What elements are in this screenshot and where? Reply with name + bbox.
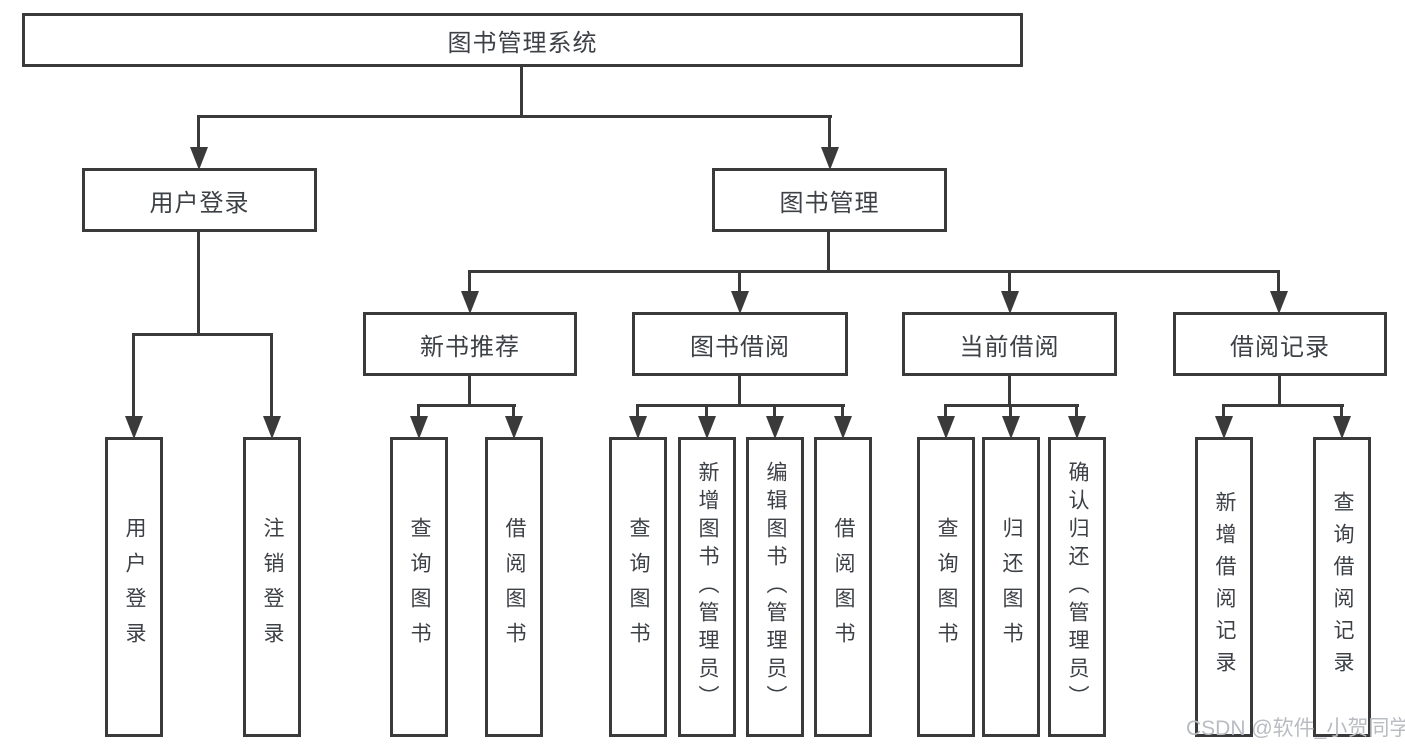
arrowhead-icon <box>629 416 647 439</box>
arrowhead-icon <box>263 416 281 439</box>
connector-line <box>828 115 831 149</box>
leaf-return-books: 归还图书 <box>982 437 1040 737</box>
arrowhead-icon <box>937 416 955 439</box>
connector-line <box>944 404 947 419</box>
connector-line <box>520 65 523 117</box>
connector-line <box>132 333 135 418</box>
connector-line <box>738 270 741 294</box>
connector-line <box>197 115 200 149</box>
connector-line <box>1222 404 1225 419</box>
leaf-edit-books-admin: 编辑图书（管理员） <box>746 437 804 737</box>
node-current-borrow: 当前借阅 <box>902 312 1117 376</box>
connector-line <box>1008 270 1011 294</box>
leaf-logout: 注销登录 <box>243 437 301 737</box>
connector-line <box>705 404 708 419</box>
arrowhead-icon <box>1001 291 1019 314</box>
leaf-query-books-borrow: 查询图书 <box>609 437 667 737</box>
connector-line <box>512 404 515 419</box>
connector-line <box>636 404 845 407</box>
arrowhead-icon <box>505 416 523 439</box>
connector-line <box>1009 404 1012 419</box>
node-book-management: 图书管理 <box>712 168 947 232</box>
connector-line <box>417 404 516 407</box>
leaf-add-borrow-record: 新增借阅记录 <box>1195 437 1253 737</box>
arrowhead-icon <box>731 291 749 314</box>
connector-line <box>773 404 776 419</box>
arrowhead-icon <box>1333 416 1351 439</box>
arrowhead-icon <box>190 147 208 170</box>
watermark: CSDN @软件_小贺同学 <box>1186 717 1405 740</box>
leaf-user-login: 用户登录 <box>105 437 163 737</box>
node-borrow-records: 借阅记录 <box>1173 312 1387 376</box>
arrowhead-icon <box>698 416 716 439</box>
leaf-query-books-current: 查询图书 <box>917 437 975 737</box>
connector-line <box>1278 373 1281 407</box>
connector-line <box>468 270 471 294</box>
connector-line <box>1222 404 1344 407</box>
connector-line <box>841 404 844 419</box>
connector-line <box>417 404 420 419</box>
arrowhead-icon <box>125 416 143 439</box>
node-book-borrow: 图书借阅 <box>632 312 848 376</box>
leaf-borrow-books-recommend: 借阅图书 <box>485 437 543 737</box>
arrowhead-icon <box>1068 416 1086 439</box>
connector-line <box>197 230 200 336</box>
arrowhead-icon <box>821 147 839 170</box>
connector-line <box>827 230 830 273</box>
connector-line <box>270 333 273 418</box>
leaf-borrow-books: 借阅图书 <box>814 437 872 737</box>
leaf-add-books-admin: 新增图书（管理员） <box>678 437 736 737</box>
leaf-query-books-recommend: 查询图书 <box>390 437 448 737</box>
arrowhead-icon <box>834 416 852 439</box>
node-new-book-recommend: 新书推荐 <box>363 312 577 376</box>
arrowhead-icon <box>410 416 428 439</box>
connector-line <box>133 333 273 336</box>
arrowhead-icon <box>766 416 784 439</box>
connector-line <box>468 373 471 407</box>
connector-line <box>1277 270 1280 294</box>
leaf-confirm-return-admin: 确认归还（管理员） <box>1048 437 1106 737</box>
arrowhead-icon <box>1002 416 1020 439</box>
node-library-system: 图书管理系统 <box>22 13 1023 67</box>
node-user-login: 用户登录 <box>82 168 317 232</box>
connector-line <box>1340 404 1343 419</box>
connector-line <box>636 404 639 419</box>
arrowhead-icon <box>1270 291 1288 314</box>
leaf-query-borrow-record: 查询借阅记录 <box>1313 437 1371 737</box>
connector-line <box>197 115 832 118</box>
connector-line <box>738 373 741 407</box>
connector-line <box>1008 373 1011 407</box>
arrowhead-icon <box>1215 416 1233 439</box>
connector-line <box>1075 404 1078 419</box>
connector-line <box>468 270 1280 273</box>
arrowhead-icon <box>461 291 479 314</box>
